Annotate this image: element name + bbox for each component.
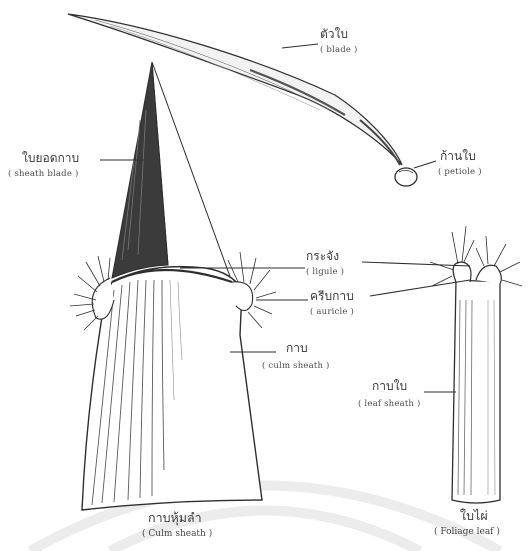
- label-petiole-th: ก้านใบ: [440, 150, 476, 162]
- label-culm-sheath-en: ( culm sheath ): [262, 362, 330, 371]
- leader-petiole: [414, 161, 436, 168]
- label-sheath-blade-en: ( sheath blade ): [8, 170, 78, 179]
- caption-foliage-th: ใบไผ่: [460, 510, 488, 523]
- leader-ligule-right: [362, 262, 470, 266]
- label-ligule-en: ( ligule ): [306, 268, 344, 277]
- label-leaf-sheath-th: กาบใบ: [372, 380, 407, 392]
- caption-culm-th: กาบหุ้มลำ: [148, 512, 202, 525]
- label-petiole-en: ( petiole ): [438, 168, 482, 177]
- label-culm-sheath-th: กาบ: [286, 342, 308, 354]
- culm-sheath-drawing: [70, 62, 276, 510]
- label-auricle-th: ครีบกาบ: [310, 290, 354, 302]
- caption-culm-en: ( Culm sheath ): [142, 530, 212, 539]
- label-sheath-blade-th: ใบยอดกาบ: [22, 152, 79, 164]
- label-blade-th: ตัวใบ: [320, 28, 348, 40]
- leaf-sheath-drawing: [430, 226, 522, 503]
- label-leaf-sheath-en: ( leaf sheath ): [358, 400, 421, 409]
- leader-auricle-right: [370, 280, 470, 296]
- label-auricle-en: ( auricle ): [310, 308, 354, 317]
- leader-blade: [282, 44, 318, 48]
- label-ligule-th: กระจัง: [306, 250, 339, 262]
- caption-foliage-en: ( Foliage leaf ): [434, 528, 500, 537]
- label-blade-en: ( blade ): [320, 46, 358, 55]
